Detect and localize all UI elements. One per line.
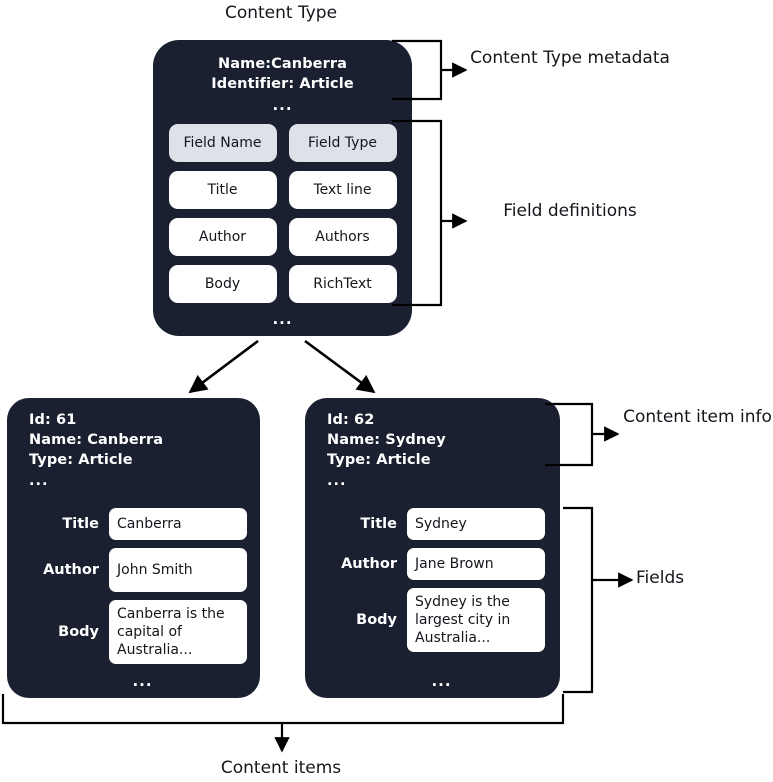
field-label: Title	[360, 516, 397, 532]
field-type-header: Field Type	[288, 124, 397, 162]
annotation-field-definitions: Field definitions	[503, 201, 637, 221]
content-type-name-line: Name:Canberra	[217, 56, 347, 72]
field-label: Author	[341, 556, 397, 572]
field-value: Sydney	[407, 508, 545, 540]
content-type-metadata-block: Name:Canberra Identifier: Article	[153, 54, 412, 94]
content-type-identifier-line: Identifier: Article	[211, 76, 354, 92]
field-type-cell: Text line	[288, 171, 397, 209]
content-item-name-line: Name: Canberra	[29, 432, 164, 448]
field-value: Canberra	[109, 508, 247, 540]
arrow-to-content-item-0	[188, 339, 259, 394]
annotation-fields: Fields	[636, 568, 685, 588]
content-item-field-row: Body Canberra is the capital of Australi…	[7, 600, 260, 664]
content-item-info-ellipsis: ...	[327, 473, 347, 489]
content-type-card: Name:Canberra Identifier: Article ... Fi…	[153, 40, 412, 336]
field-value: Jane Brown	[407, 548, 545, 580]
field-table-row: Body RichText	[163, 265, 402, 303]
content-item-card: Id: 62 Name: Sydney Type: Article ... Ti…	[305, 398, 560, 698]
field-label: Title	[62, 516, 99, 532]
content-type-title: Content Type	[224, 3, 338, 23]
content-item-name-line: Name: Sydney	[327, 432, 446, 448]
content-item-field-row: Author John Smith	[7, 548, 260, 592]
content-item-type-line: Type: Article	[29, 452, 133, 468]
content-item-card: Id: 61 Name: Canberra Type: Article ... …	[7, 398, 260, 698]
content-item-fields: Title Canberra Author John Smith Body Ca…	[7, 508, 260, 672]
bracket-content-items	[1, 694, 565, 725]
field-label: Body	[356, 612, 397, 628]
annotation-content-type-metadata: Content Type metadata	[470, 48, 670, 68]
field-value: Sydney is the largest city in Australia.…	[407, 588, 545, 652]
field-table-header-row: Field Name Field Type	[163, 124, 402, 162]
annotation-content-item-info: Content item info	[623, 407, 772, 427]
field-name-cell: Author	[168, 218, 277, 256]
content-item-fields-ellipsis: ...	[132, 672, 153, 690]
field-type-cell: Authors	[288, 218, 397, 256]
arrow-to-content-item-1	[304, 339, 376, 394]
content-item-info-ellipsis: ...	[29, 473, 49, 489]
field-label: Author	[43, 562, 99, 578]
content-items-title: Content items	[220, 758, 342, 778]
field-type-cell: RichText	[288, 265, 397, 303]
field-label: Body	[58, 624, 99, 640]
field-value: John Smith	[109, 548, 247, 592]
field-table-row: Author Authors	[163, 218, 402, 256]
content-item-field-row: Title Sydney	[305, 508, 560, 540]
content-item-field-row: Title Canberra	[7, 508, 260, 540]
content-item-field-row: Author Jane Brown	[305, 548, 560, 580]
field-value: Canberra is the capital of Australia...	[109, 600, 247, 664]
content-type-metadata-ellipsis: ...	[272, 96, 293, 114]
field-definition-table: Field Name Field Type Title Text line Au…	[163, 124, 402, 312]
content-item-type-line: Type: Article	[327, 452, 431, 468]
content-item-fields: Title Sydney Author Jane Brown Body Sydn…	[305, 508, 560, 660]
field-name-cell: Title	[168, 171, 277, 209]
content-item-info-block: Id: 61 Name: Canberra Type: Article ...	[29, 410, 163, 491]
field-definition-ellipsis: ...	[272, 310, 293, 328]
field-table-row: Title Text line	[163, 171, 402, 209]
field-name-header: Field Name	[168, 124, 277, 162]
content-item-id-line: Id: 61	[29, 412, 77, 428]
content-item-fields-ellipsis: ...	[431, 672, 452, 690]
field-name-cell: Body	[168, 265, 277, 303]
content-item-id-line: Id: 62	[327, 412, 375, 428]
bracket-fields	[563, 506, 594, 694]
content-item-info-block: Id: 62 Name: Sydney Type: Article ...	[327, 410, 446, 491]
content-item-field-row: Body Sydney is the largest city in Austr…	[305, 588, 560, 652]
